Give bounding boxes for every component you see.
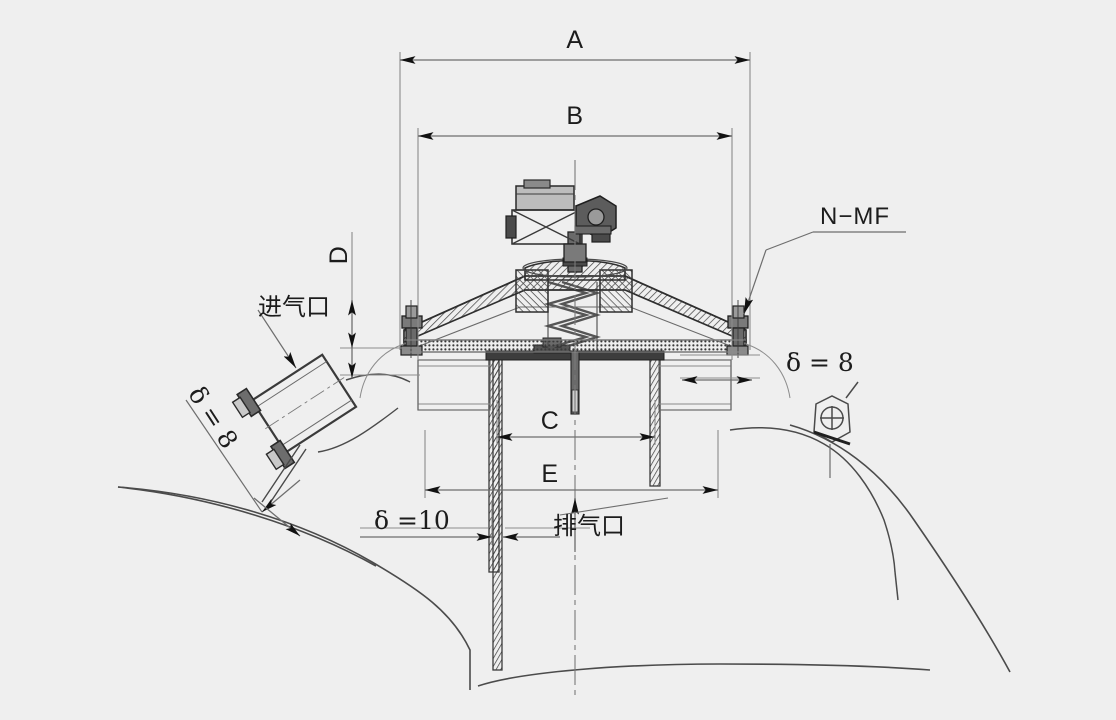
tank-shell-outline: [117, 424, 1011, 690]
dimension-label-C: C: [541, 407, 560, 435]
dome-cover-plate: [403, 258, 747, 353]
callout-label-n-mf: N−MF: [820, 203, 890, 230]
callout-delta-right: δ = 8: [682, 348, 854, 384]
dimension-E: E: [425, 460, 718, 494]
dimension-B: B: [418, 102, 732, 140]
pilot-actuator-head: [505, 179, 617, 263]
dimension-A: A: [400, 26, 750, 64]
callout-inlet: 进气口: [257, 293, 330, 369]
dimension-C: C: [497, 407, 655, 441]
callout-outlet: 排气口: [553, 497, 669, 552]
dimension-label-A: A: [566, 26, 583, 54]
callout-delta-bottom: δ =10: [360, 506, 560, 541]
dimension-label-E: E: [541, 460, 558, 488]
dimension-label-B: B: [566, 102, 583, 130]
dimension-D: D: [325, 246, 356, 378]
inlet-nozzle-assembly: [231, 353, 411, 507]
callout-label-outlet: 排气口: [553, 512, 625, 540]
lifting-lug-eye: [813, 381, 859, 478]
callout-n-mf: N−MF: [743, 203, 906, 315]
flange-bolt-assembly-left: [400, 300, 423, 358]
auxiliary-construction-lines: [359, 339, 791, 399]
callout-label-inlet: 进气口: [258, 293, 330, 321]
callout-label-delta-right: δ = 8: [786, 348, 854, 377]
callout-label-delta-bottom: δ =10: [374, 506, 450, 535]
tank-roof-knuckle: [729, 426, 899, 601]
dimension-label-D: D: [325, 246, 353, 265]
